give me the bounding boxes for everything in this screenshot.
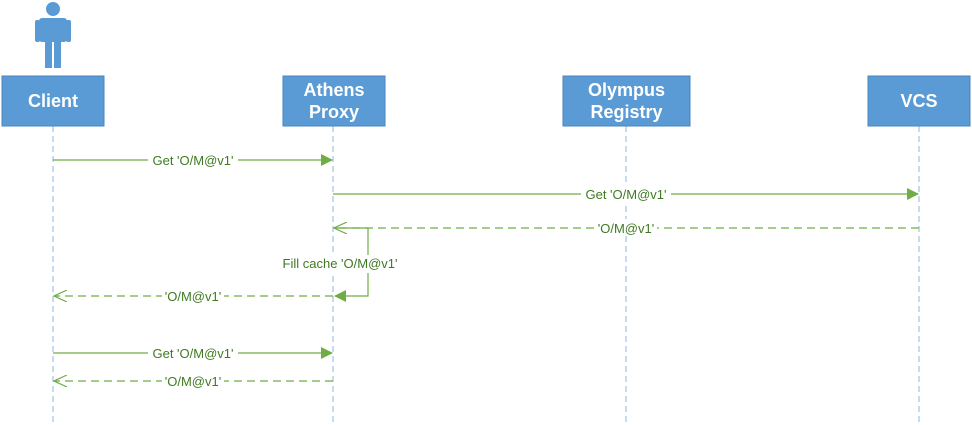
participant-box	[562, 75, 691, 127]
participant-label: Client	[28, 91, 78, 111]
message-6: Get 'O/M@v1'	[53, 344, 333, 361]
message-label: Get 'O/M@v1'	[152, 153, 233, 168]
message-4: Fill cache 'O/M@v1'	[266, 227, 414, 302]
message-label-bg	[148, 151, 238, 168]
message-label-bg	[162, 372, 224, 389]
participant-box	[282, 75, 386, 127]
message-label: 'O/M@v1'	[165, 289, 221, 304]
message-7: 'O/M@v1'	[54, 372, 333, 389]
participant-box	[1, 75, 105, 127]
message-label: 'O/M@v1'	[598, 221, 654, 236]
message-label: Get 'O/M@v1'	[152, 346, 233, 361]
participant-label: VCS	[900, 91, 937, 111]
message-label: Get 'O/M@v1'	[585, 187, 666, 202]
message-label: Fill cache 'O/M@v1'	[283, 256, 398, 271]
message-2: Get 'O/M@v1'	[333, 185, 919, 202]
message-label-bg	[595, 219, 657, 236]
message-3: 'O/M@v1'	[334, 219, 919, 236]
message-label: 'O/M@v1'	[165, 374, 221, 389]
participant-box	[867, 75, 971, 127]
message-5: 'O/M@v1'	[54, 287, 333, 304]
message-label-bg	[148, 344, 238, 361]
message-1: Get 'O/M@v1'	[53, 151, 333, 168]
participant-vcs: VCS	[867, 75, 971, 127]
message-label-bg	[266, 255, 414, 273]
message-label-bg	[162, 287, 224, 304]
message-label-bg	[581, 185, 671, 202]
participant-client: Client	[1, 75, 105, 127]
actor-icon	[35, 2, 71, 68]
